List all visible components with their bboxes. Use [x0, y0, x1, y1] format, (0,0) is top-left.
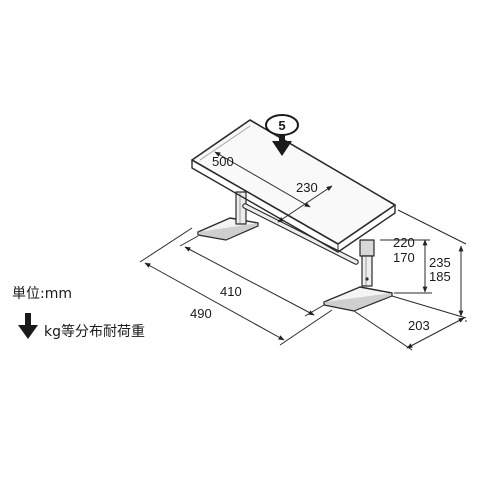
load-arrow-icon [18, 313, 38, 339]
load-badge: 5 [265, 114, 299, 156]
crossbar [242, 203, 359, 265]
dimension-labels: 500 230 220 170 235 185 410 490 203 [190, 154, 451, 333]
unit-label: 単位:mm [12, 286, 72, 302]
dim-height-min-a: 220 [393, 235, 415, 250]
dim-top-depth: 230 [296, 180, 318, 195]
load-label: kg等分布耐荷重 [44, 323, 145, 340]
right-column [359, 239, 375, 287]
legend: 単位:mm kg等分布耐荷重 [12, 286, 145, 340]
dim-height-max-a: 235 [429, 255, 451, 270]
dim-top-length: 500 [212, 154, 234, 169]
dim-outer-length: 490 [190, 306, 212, 321]
dim-inner-length: 410 [220, 284, 242, 299]
right-foot [323, 286, 393, 312]
dimension-lines [139, 151, 467, 351]
dim-height-max-b: 185 [429, 269, 451, 284]
dim-height-min-b: 170 [393, 250, 415, 265]
dim-foot-depth: 203 [408, 318, 430, 333]
load-badge-number: 5 [278, 118, 285, 133]
bench-illustration [191, 119, 396, 312]
left-foot [197, 217, 259, 241]
